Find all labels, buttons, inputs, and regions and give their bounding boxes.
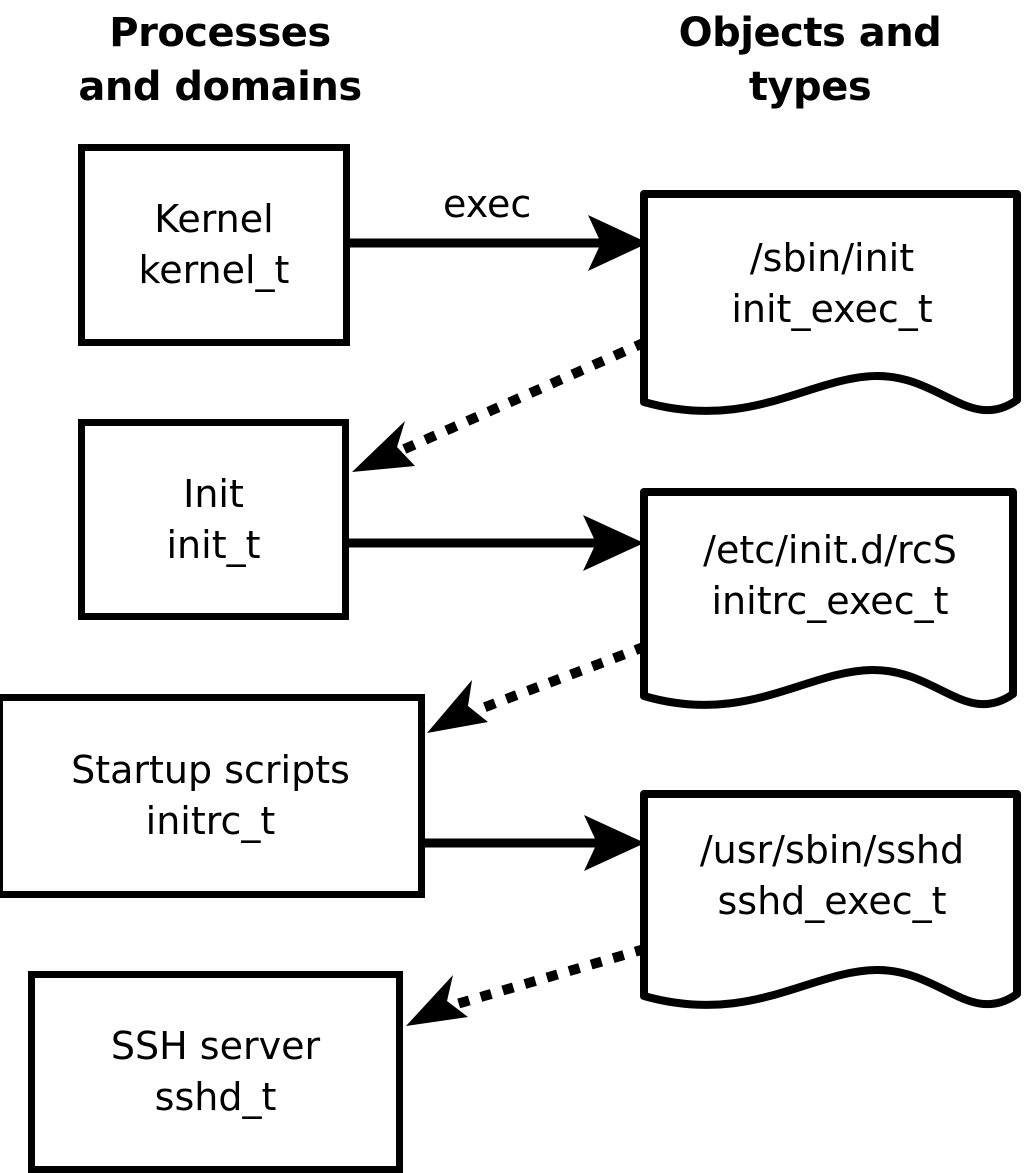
object-doc-sshd-exec[interactable]: /usr/sbin/sshd sshd_exec_t [640,790,1024,1028]
document-shape-icon [640,488,1017,709]
document-shape-icon [640,790,1021,1009]
edge-sshd-exec-to-sshd [406,943,648,1026]
edge-initrc-to-sshd-exec [424,815,645,871]
process-box-startup-scripts[interactable]: Startup scripts initrc_t [0,694,425,898]
edge-initrc-exec-to-initrc [427,641,648,733]
process-box-ssh-server[interactable]: SSH server sshd_t [28,971,403,1173]
document-shape-icon [640,190,1021,415]
edge-init-to-initrc-exec [349,515,644,571]
object-doc-label-init-exec: /sbin/init init_exec_t [731,236,933,331]
edge-init-exec-to-init [352,337,648,472]
process-box-init[interactable]: Init init_t [78,419,349,620]
object-doc-initrc-exec[interactable]: /etc/init.d/rcS initrc_exec_t [640,488,1020,728]
edge-label-exec: exec [443,182,532,226]
column-header-processes: Processes and domains [78,10,362,110]
object-doc-label-initrc-exec: /etc/init.d/rcS initrc_exec_t [703,528,957,623]
process-box-kernel[interactable]: Kernel kernel_t [78,144,350,346]
object-doc-init-exec[interactable]: /sbin/init init_exec_t [640,190,1024,435]
column-header-objects: Objects and types [678,10,942,110]
object-doc-label-sshd-exec: /usr/sbin/sshd sshd_exec_t [699,828,965,923]
